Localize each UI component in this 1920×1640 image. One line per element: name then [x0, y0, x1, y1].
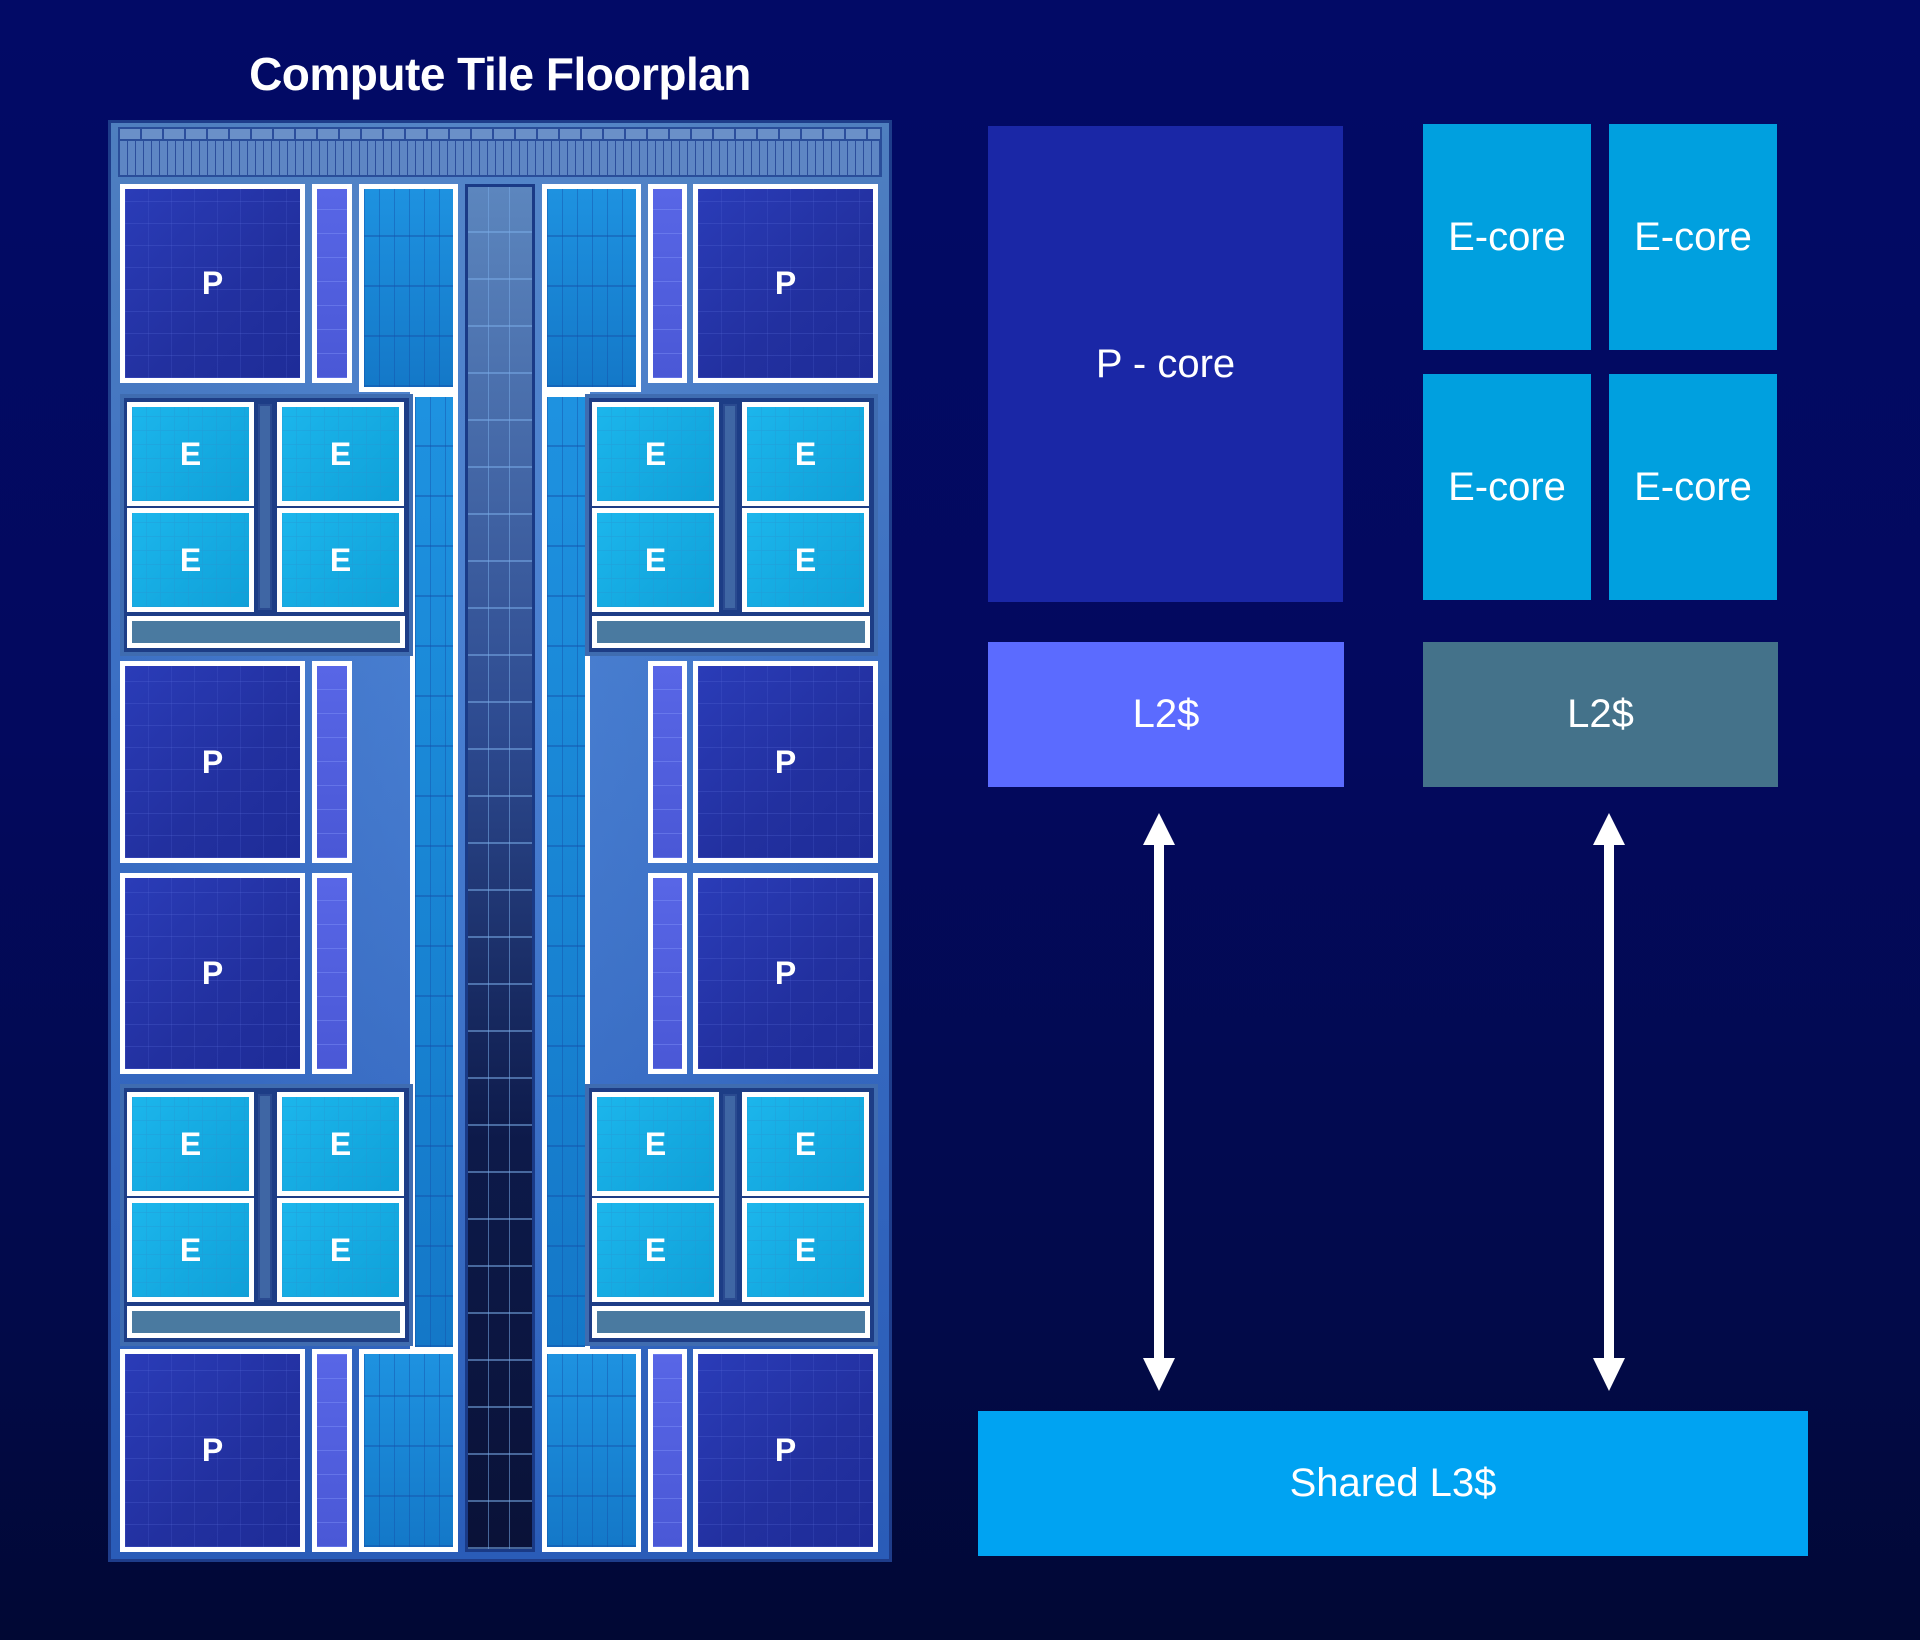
p-core-label: P — [774, 265, 797, 301]
p-core-l2-stripe — [312, 661, 352, 863]
e-core: E — [592, 402, 719, 506]
e-cluster-l2 — [592, 616, 870, 648]
e-core: E — [742, 1092, 869, 1196]
e-core-label: E — [179, 1125, 202, 1162]
e-core-block: E-core — [1609, 124, 1777, 350]
arrow-right — [1593, 813, 1625, 1391]
e-core-label: E — [644, 1125, 667, 1162]
p-l2-label: L2$ — [1132, 692, 1200, 736]
e-cluster-l2 — [127, 1306, 405, 1338]
shared-l3-cache: Shared L3$ — [978, 1411, 1808, 1556]
e-core-label: E — [644, 435, 667, 472]
e-core-block: E-core — [1423, 374, 1591, 600]
p-core: P — [120, 184, 305, 383]
p-core-l2-stripe — [312, 873, 352, 1074]
e-core-label: E — [179, 435, 202, 472]
p-core: P — [693, 661, 878, 863]
die-fabric-right-upper — [542, 184, 641, 392]
e-core: E — [277, 1198, 404, 1302]
p-core: P — [693, 1349, 878, 1552]
e-core-label: E — [644, 541, 667, 578]
e-core: E — [592, 508, 719, 612]
die-center-ring-stop-column — [465, 184, 535, 1552]
e-cluster-spine — [723, 1094, 737, 1300]
die-fabric-left-upper — [359, 184, 458, 392]
arrow-left — [1143, 813, 1175, 1391]
e-core: E — [592, 1092, 719, 1196]
p-core-l2-stripe — [648, 873, 687, 1074]
e-core: E — [277, 508, 404, 612]
e-core-label: E — [329, 541, 352, 578]
die-fabric-right — [542, 392, 590, 1352]
p-core: P — [693, 873, 878, 1074]
e-l2-label: L2$ — [1567, 692, 1634, 736]
page-title: Compute Tile Floorplan — [249, 48, 751, 100]
p-core-label: P — [201, 955, 224, 991]
p-core: P — [120, 661, 305, 863]
die-fabric-right-lower — [542, 1349, 641, 1552]
e-core: E — [742, 508, 869, 612]
e-core: E — [277, 402, 404, 506]
e-core: E — [127, 1092, 254, 1196]
e-core-label: E — [794, 1125, 817, 1162]
p-core-l2-stripe — [648, 661, 687, 863]
p-core-l2-cache: L2$ — [988, 642, 1344, 787]
e-cluster-l2 — [592, 1306, 870, 1338]
die-fabric-left-lower — [359, 1349, 458, 1552]
die-top-strip-row — [120, 129, 880, 141]
e-core-label: E — [794, 1231, 817, 1268]
e-core-label: E-core — [1448, 214, 1566, 259]
p-core: P — [693, 184, 878, 383]
p-core-label: P — [774, 955, 797, 991]
p-core-l2-stripe — [312, 184, 352, 383]
p-core-label: P — [201, 743, 224, 780]
e-core-label: E — [794, 435, 817, 472]
p-core-label: P — [201, 265, 224, 301]
e-core: E — [742, 1198, 869, 1302]
p-core-block: P - core — [988, 126, 1343, 602]
e-core: E — [127, 402, 254, 506]
e-core-l2-cache: L2$ — [1423, 642, 1778, 787]
e-core-label: E-core — [1634, 214, 1752, 259]
p-core-label: P - core — [1095, 341, 1236, 386]
p-core-label: P — [774, 1432, 797, 1468]
p-core: P — [120, 873, 305, 1074]
e-core-label: E-core — [1634, 464, 1752, 509]
e-cluster-spine — [258, 404, 272, 610]
e-cluster-spine — [258, 1094, 272, 1300]
e-core-label: E — [179, 541, 202, 578]
p-core-label: P — [201, 1432, 224, 1468]
e-core-label: E — [644, 1231, 667, 1268]
e-core-label: E-core — [1448, 464, 1566, 509]
p-core-label: P — [774, 743, 797, 780]
e-core-label: E — [179, 1231, 202, 1268]
e-core: E — [127, 508, 254, 612]
e-core: E — [277, 1092, 404, 1196]
e-core-label: E — [329, 1125, 352, 1162]
e-core: E — [592, 1198, 719, 1302]
p-core: P — [120, 1349, 305, 1552]
e-core-label: E — [329, 1231, 352, 1268]
e-core: E — [127, 1198, 254, 1302]
p-core-l2-stripe — [648, 1349, 687, 1552]
l3-label: Shared L3$ — [1289, 1461, 1497, 1505]
e-core-label: E — [794, 541, 817, 578]
e-cluster-spine — [723, 404, 737, 610]
e-core: E — [742, 402, 869, 506]
e-core-block: E-core — [1609, 374, 1777, 600]
die-fabric-left — [410, 392, 458, 1352]
e-core-block: E-core — [1423, 124, 1591, 350]
p-core-l2-stripe — [648, 184, 687, 383]
e-core-label: E — [329, 435, 352, 472]
p-core-l2-stripe — [312, 1349, 352, 1552]
e-cluster-l2 — [127, 616, 405, 648]
